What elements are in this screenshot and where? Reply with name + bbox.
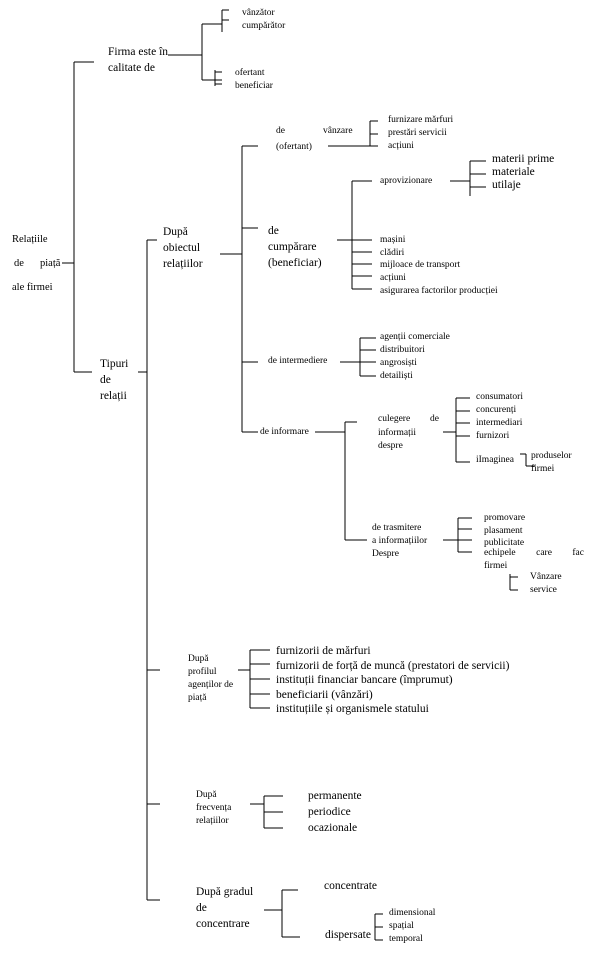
root-line1: Relațiile	[12, 234, 48, 245]
frecventa-label: După frecvența relațiilor	[196, 790, 232, 826]
echipele-line2: firmei	[484, 561, 508, 571]
intermediere-items: agenții comerciale distribuitori angrosi…	[380, 332, 450, 381]
imaginea-items: produselor firmei	[531, 451, 572, 474]
obiect-label: După obiectul relațiilor	[163, 226, 203, 270]
root-line3: ale firmei	[12, 282, 53, 293]
vanzare-items: furnizare mărfuri prestări servicii acți…	[388, 115, 454, 151]
profil-label: După profilul agenților de piață	[188, 654, 234, 703]
echipele-word2: care	[536, 548, 552, 558]
firma-group1: vânzător cumpărător	[242, 8, 286, 31]
concentrate-label: concentrate	[324, 880, 377, 892]
echipele-line1: echipele care fac	[484, 548, 584, 559]
cumparare-items: mașini clădiri mijloace de transport acț…	[380, 235, 498, 296]
culegere-line1b: de	[430, 414, 439, 424]
dispersate-items: dimensional spațial temporal	[389, 908, 436, 944]
intermediere-label: de intermediere	[268, 356, 328, 366]
echipele-items: Vânzare service	[530, 572, 562, 595]
culegere-line1a: culegere	[378, 414, 411, 424]
cumparare-label: de cumpărare (beneficiar)	[268, 225, 322, 269]
vanzare-line1a: de	[276, 126, 285, 136]
imaginea-label: iImaginea	[476, 455, 514, 465]
trasmitere-label: de trasmitere a informațiilor Despre	[372, 523, 428, 559]
firma-label: Firma este în calitate de	[108, 46, 169, 74]
trasmitere-items: promovare plasament publicitate	[484, 513, 526, 549]
firma-group2: ofertant beneficiar	[235, 68, 273, 91]
aprovizionare-items: materii prime materiale utilaje	[492, 153, 555, 191]
profil-items: furnizorii de mărfuri furnizorii de forț…	[276, 645, 510, 716]
informare-label: de informare	[260, 427, 309, 437]
tipuri-label: Tipuri de relații	[100, 358, 129, 402]
concentrare-label: După gradul de concentrare	[196, 886, 254, 930]
aprovizionare-label: aprovizionare	[380, 176, 433, 186]
root-line2a: de	[14, 258, 24, 269]
root-line2b: piață	[40, 258, 61, 269]
echipele-word3: fac	[572, 548, 584, 558]
vanzare-line2: (ofertant)	[276, 142, 312, 152]
vanzare-line1b: vânzare	[323, 126, 353, 136]
echipele-word1: echipele	[484, 548, 516, 558]
culegere-line2: informații despre	[378, 428, 416, 451]
frecventa-items: permanente periodice ocazionale	[308, 790, 362, 834]
culegere-items: consumatori concurenți intermediari furn…	[476, 392, 523, 441]
dispersate-label: dispersate	[325, 929, 371, 941]
